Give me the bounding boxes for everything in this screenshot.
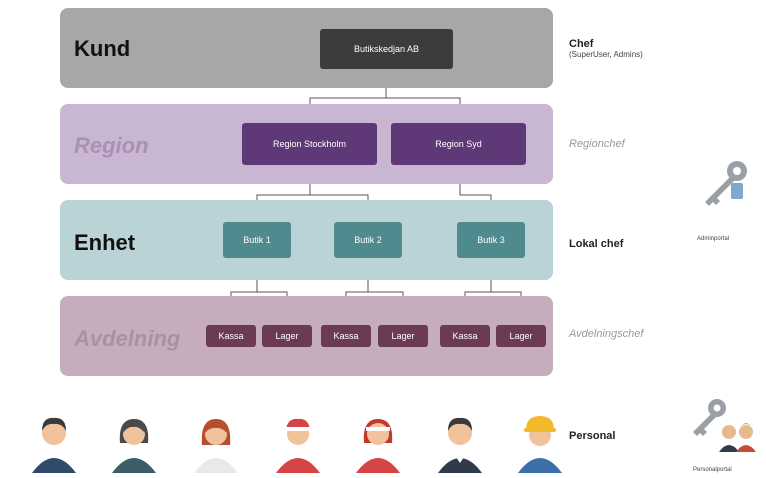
key-people-icon [689, 394, 761, 458]
node-dept-kassa-3: Kassa [440, 325, 490, 347]
admin-portal-caption: Adminportal [697, 236, 730, 242]
waitress-icon [352, 413, 404, 473]
node-region-syd: Region Syd [391, 123, 526, 165]
node-region-stockholm: Region Stockholm [242, 123, 377, 165]
node-butik-2: Butik 2 [334, 222, 402, 258]
band-kund: Kund [60, 8, 553, 88]
node-butik-3: Butik 3 [457, 222, 525, 258]
role-lokal-chef: Lokal chef [569, 238, 624, 250]
node-dept-lager-1: Lager [262, 325, 312, 347]
man-icon [28, 413, 80, 473]
band-title-avdelning: Avdelning [74, 326, 181, 351]
key-icon [693, 155, 757, 219]
waiter-icon [434, 413, 486, 473]
worker-icon [514, 413, 566, 473]
role-chef: Chef (SuperUser, Admins) [569, 38, 643, 59]
woman-icon [108, 413, 160, 473]
band-title-region: Region [74, 133, 149, 158]
cashier-icon [272, 413, 324, 473]
role-chef-title: Chef [569, 38, 594, 50]
role-avdelningschef: Avdelningschef [569, 328, 644, 340]
node-butik-1: Butik 1 [223, 222, 291, 258]
personal-portal-caption: Personalportal [693, 467, 732, 473]
nurse-icon [190, 413, 242, 473]
node-dept-lager-2: Lager [378, 325, 428, 347]
band-title-kund: Kund [74, 36, 131, 61]
role-regionchef: Regionchef [569, 138, 625, 150]
node-root: Butikskedjan AB [320, 29, 453, 69]
role-chef-sub: (SuperUser, Admins) [569, 50, 643, 59]
node-dept-kassa-1: Kassa [206, 325, 256, 347]
role-personal: Personal [569, 430, 616, 442]
node-dept-lager-3: Lager [496, 325, 546, 347]
node-dept-kassa-2: Kassa [321, 325, 371, 347]
band-title-enhet: Enhet [74, 230, 136, 255]
